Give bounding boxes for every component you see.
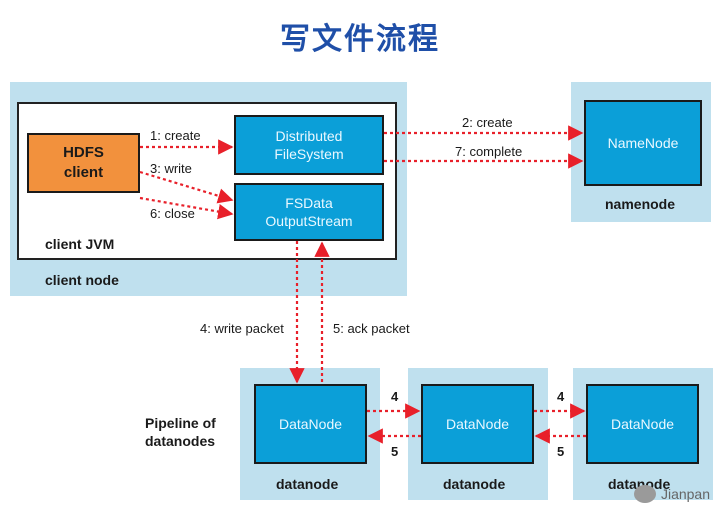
label-back-1: 5 — [391, 444, 399, 459]
datanode-box-1: DataNode — [254, 384, 367, 464]
arrow-write-3 — [139, 170, 234, 204]
datanode-box-3: DataNode — [586, 384, 699, 464]
datanode-label-1: datanode — [276, 476, 339, 492]
label-create-1: 1: create — [150, 128, 201, 143]
datanode-label-3: datanode — [608, 476, 671, 492]
chat-bubble-icon — [633, 485, 656, 503]
label-create-2: 2: create — [462, 115, 513, 130]
watermark-text: Jianpan — [660, 486, 710, 502]
label-write-3: 3: write — [150, 161, 192, 176]
fsdata-outputstream-box: FSData OutputStream — [234, 183, 384, 241]
distributed-filesystem-box: Distributed FileSystem — [234, 115, 384, 175]
label-write-packet: 4: write packet — [200, 321, 284, 336]
datanode-box-2: DataNode — [421, 384, 534, 464]
label-close-6: 6: close — [150, 206, 195, 221]
datanode-label-2: datanode — [443, 476, 506, 492]
label-complete-7: 7: complete — [455, 144, 523, 159]
label-forward-1: 4 — [391, 389, 399, 404]
label-forward-2: 4 — [557, 389, 565, 404]
page-title: 写文件流程 — [280, 22, 440, 57]
label-back-2: 5 — [557, 444, 565, 459]
hdfs-client-box: HDFS client — [27, 133, 140, 193]
label-ack-packet: 5: ack packet — [333, 321, 410, 336]
client-jvm-label: client JVM — [45, 236, 115, 252]
pipeline-label: Pipeline of datanodes — [145, 415, 216, 449]
client-node-label: client node — [45, 272, 119, 288]
watermark: Jianpan — [633, 485, 710, 503]
namenode-box: NameNode — [584, 100, 702, 186]
namenode-label: namenode — [605, 196, 676, 212]
